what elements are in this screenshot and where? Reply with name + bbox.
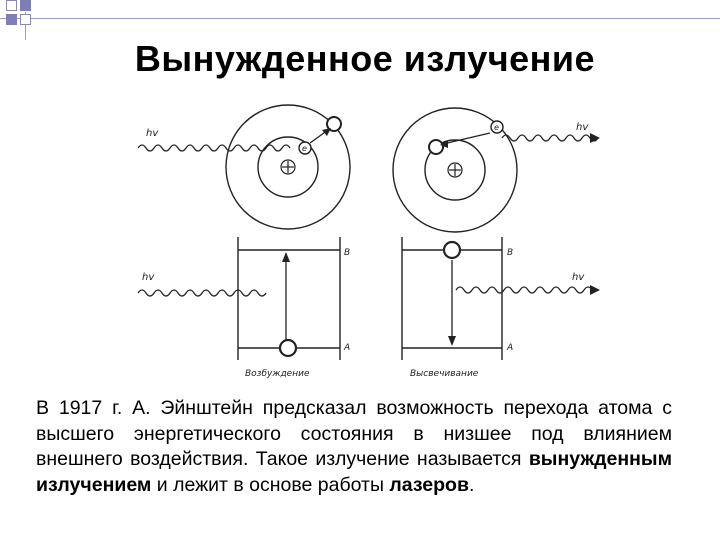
emitted-photon (455, 286, 593, 294)
corner-square-outline (6, 0, 17, 11)
lower-level-label: A (506, 343, 513, 353)
electron-label: e (302, 144, 307, 153)
top-rule (0, 18, 720, 19)
upper-level-label: B (507, 248, 513, 258)
corner-square-solid (6, 14, 17, 25)
incoming-photon (137, 289, 267, 297)
corner-square-solid (20, 0, 31, 11)
electron-label: e (494, 123, 499, 132)
photon-label: hv (146, 128, 159, 139)
photon-label: hv (576, 122, 589, 133)
body-text-part: В 1917 г. А. Эйнштейн предсказал возможн… (36, 397, 672, 470)
excited-electron (326, 116, 342, 132)
atom-state-marker (442, 240, 462, 260)
inner-orbit (424, 139, 486, 201)
energy-levels-excitation: B A hv Возбуждение (137, 237, 350, 379)
term-stimulated-emission: вынужденным излучением (36, 448, 672, 496)
emission-label: Высвечивание (410, 369, 479, 379)
electron (490, 120, 504, 134)
stimulated-emission-diagram: e hv e hv (137, 104, 600, 379)
atom-state-marker (278, 338, 298, 358)
outer-orbit (392, 107, 518, 233)
upper-level-label: B (344, 248, 350, 258)
outer-orbit (225, 104, 351, 230)
excitation-label: Возбуждение (245, 369, 310, 379)
page-title: Вынужденное излучение (134, 38, 596, 79)
atom-emission: e hv (392, 107, 600, 233)
body-text-part: . (468, 473, 475, 496)
body-paragraph: В 1917 г. А. Эйнштейн предсказал возможн… (36, 396, 672, 498)
emitted-photon (501, 134, 599, 142)
inner-orbit (257, 136, 319, 198)
corner-square-outline (20, 14, 31, 25)
atom-absorption: e hv (137, 104, 351, 230)
term-lasers: лазеров (389, 473, 469, 496)
body-text-part: и лежит в основе работы (151, 473, 390, 496)
ground-electron (428, 139, 444, 155)
corner-rule (25, 12, 26, 40)
lower-level-label: A (343, 343, 350, 353)
photon-label: hv (142, 272, 155, 283)
photon-label: hv (572, 272, 585, 283)
incoming-photon (137, 144, 291, 152)
electron (298, 141, 312, 155)
energy-levels-emission: B A hv Высвечивание (401, 237, 600, 379)
